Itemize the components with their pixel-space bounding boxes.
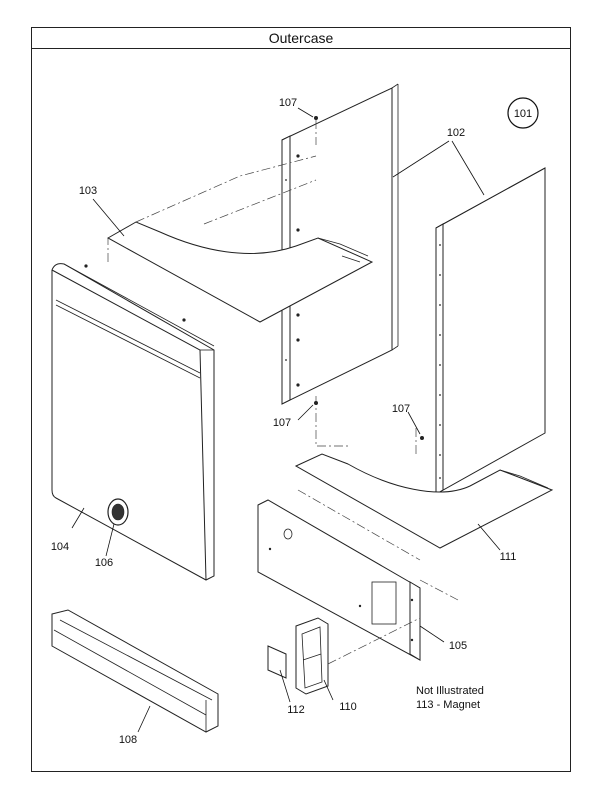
callout-108: 108 [119,734,137,746]
front-door [51,263,215,581]
diagram-title: Outercase [32,28,570,49]
not-illustrated-note: Not Illustrated [416,685,484,697]
handle-bezel [295,617,329,695]
callout-110: 110 [339,701,357,713]
magnet-note: 113 - Magnet [416,699,480,711]
callout-106: 106 [95,557,113,569]
callout-107-lower: 107 [273,417,291,429]
callout-103: 103 [79,185,97,197]
lower-access-panel [257,499,421,661]
top-curved-panel [106,221,374,323]
diagram-frame: Outercase [31,27,571,772]
callout-104: 104 [51,541,69,553]
callout-107-top: 107 [279,97,297,109]
callout-102: 102 [447,127,465,139]
leader-lines [71,107,501,733]
callout-circle-101 [507,97,539,129]
assembly-lines [107,120,459,665]
callout-107-right: 107 [392,403,410,415]
label-plate [267,645,287,679]
screws [84,116,424,440]
kickplate [51,609,219,733]
bottom-curved-panel [294,453,554,549]
callout-112: 112 [287,704,305,716]
side-panel-right [435,167,546,495]
callout-111: 111 [500,551,517,563]
callout-105: 105 [449,640,467,652]
callout-101: 101 [514,108,532,120]
